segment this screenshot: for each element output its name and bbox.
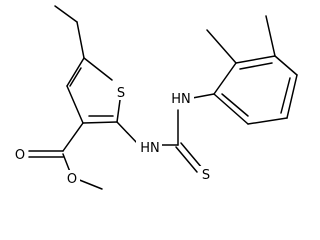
bond-ortho-methyl <box>206 29 237 64</box>
bond-c2-s <box>116 99 121 123</box>
molecule-diagram: S HN HN S O O <box>14 5 298 190</box>
bond-c3-carbonyl <box>62 122 84 152</box>
bond-meta-methyl <box>265 15 276 57</box>
bond-thione-b <box>180 142 203 169</box>
structure-svg: S HN HN S O O <box>14 5 298 190</box>
bond-c3-c2-outer <box>82 121 118 124</box>
bond-ar1-ar2 <box>213 62 237 95</box>
bond-c4-c3 <box>66 85 84 124</box>
bond-ethyl-terminal <box>54 5 78 23</box>
bond-thione-a <box>175 146 198 173</box>
atom-label-ring-sulfur: S <box>117 86 125 101</box>
atom-label-amine-lower: HN <box>140 141 160 156</box>
atom-label-thione-sulfur: S <box>202 168 210 183</box>
bond-ar2-ar3-outer <box>235 55 276 64</box>
bond-ar2-ar3-inner <box>239 62 273 70</box>
bond-c5-c4-inner <box>69 67 82 87</box>
atom-label-ester-oxygen: O <box>67 172 77 187</box>
bond-ar5-ar6 <box>247 117 288 125</box>
atom-label-amine-upper: HN <box>171 92 191 107</box>
bond-ar3-ar4 <box>274 55 298 76</box>
atom-label-carbonyl-oxygen: O <box>15 148 25 163</box>
bond-ar6-ar1-inner <box>221 93 249 117</box>
bond-c5-c4-outer <box>66 57 85 87</box>
bond-ar4-ar5-outer <box>286 74 298 119</box>
bond-ethyl-ring <box>76 21 85 59</box>
bond-c2-nh-lower <box>116 121 139 145</box>
bond-ar4-ar5-inner <box>280 77 291 114</box>
bond-ar6-ar1-outer <box>213 93 249 125</box>
bond-s-c5 <box>83 57 113 81</box>
